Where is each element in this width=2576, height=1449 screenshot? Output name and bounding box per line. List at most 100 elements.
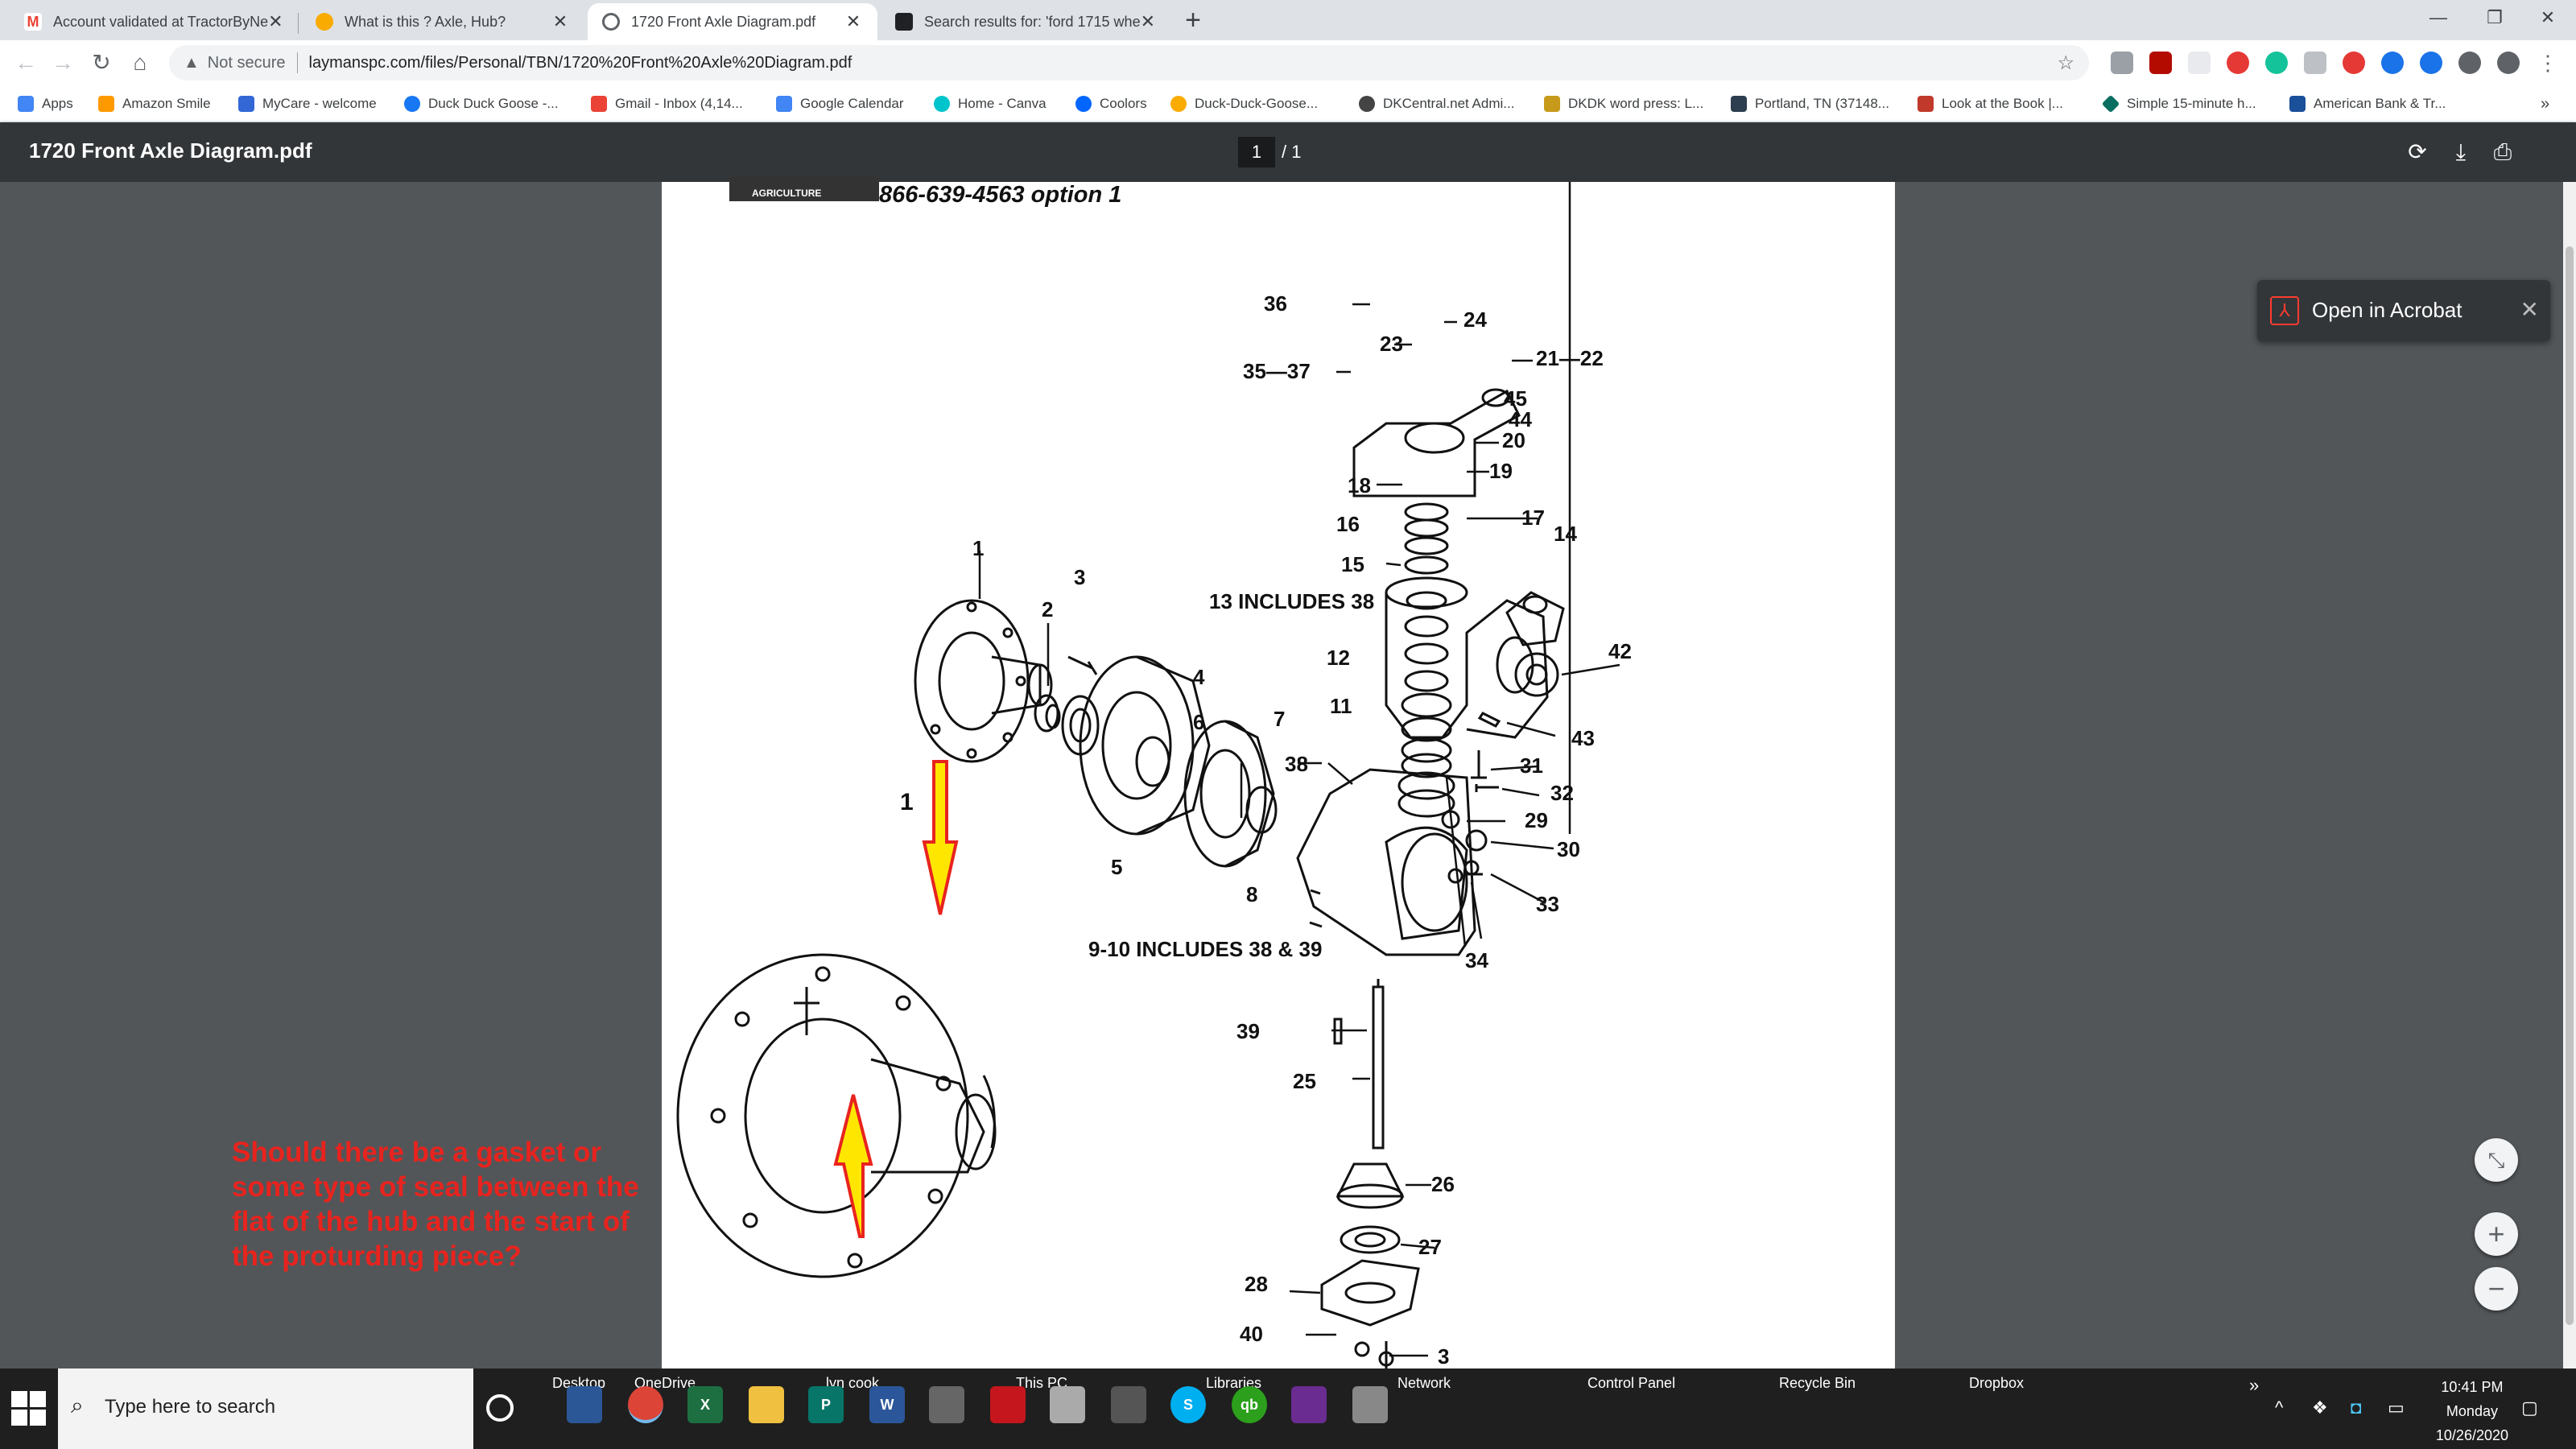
excel-icon[interactable]: X [687, 1386, 723, 1423]
extension-icon[interactable] [2381, 52, 2404, 74]
app-icon[interactable] [1111, 1386, 1146, 1423]
bookmark[interactable]: Portland, TN (37148... [1731, 93, 1889, 114]
photos-icon[interactable] [567, 1386, 602, 1423]
scrollbar[interactable] [2563, 182, 2576, 1368]
rotate-icon[interactable]: ⟳ [2408, 139, 2427, 164]
weather-icon [1731, 96, 1747, 112]
profile-icon[interactable] [2497, 52, 2520, 74]
zoom-in-button[interactable]: + [2475, 1212, 2518, 1256]
tray-app-icon[interactable]: ◘ [2351, 1397, 2362, 1418]
publisher-icon[interactable]: P [808, 1386, 844, 1423]
bookmark[interactable]: Simple 15-minute h... [2101, 93, 2256, 114]
app-icon[interactable] [929, 1386, 964, 1423]
show-hidden-icons[interactable]: ^ [2275, 1397, 2284, 1418]
zoom-out-button[interactable]: − [2475, 1267, 2518, 1311]
bookmark[interactable]: Amazon Smile [98, 93, 211, 114]
open-in-acrobat-banner[interactable]: ⅄ Open in Acrobat ✕ [2257, 280, 2550, 341]
forward-button[interactable]: → [52, 50, 74, 75]
extension-icon[interactable] [2188, 52, 2211, 74]
new-tab-button[interactable]: + [1185, 5, 1201, 35]
page-number-input[interactable]: 1 [1238, 137, 1275, 167]
close-tab-icon[interactable]: ✕ [845, 11, 861, 31]
part-label: 1 [972, 536, 985, 560]
adblock-icon[interactable] [2343, 52, 2365, 74]
taskbar-link-dropbox[interactable]: Dropbox [1969, 1375, 2025, 1391]
network-icon[interactable]: ▭ [2388, 1397, 2405, 1418]
bookmarks-overflow-button[interactable]: » [2541, 94, 2550, 113]
printer-icon[interactable] [1050, 1386, 1085, 1423]
tab-axle-hub[interactable]: What is this ? Axle, Hub? ✕ [301, 3, 584, 40]
fit-page-button[interactable]: ⤡ [2475, 1138, 2518, 1182]
bookmarks-bar: Apps Amazon Smile MyCare - welcome Duck … [0, 85, 2576, 122]
puzzle-icon[interactable] [2458, 52, 2481, 74]
grammarly-icon[interactable] [2265, 52, 2288, 74]
acrobat-icon[interactable] [990, 1386, 1026, 1423]
menu-icon[interactable]: ⋮ [2537, 52, 2558, 74]
taskbar-clock[interactable]: 10:41 PM Monday 10/26/2020 [2435, 1379, 2508, 1443]
globe-icon [1359, 96, 1375, 112]
download-icon[interactable]: ⤓ [2455, 139, 2467, 164]
tab-tractorbynet-account[interactable]: M Account validated at TractorByNe ✕ [10, 3, 293, 40]
pinterest-icon[interactable] [2227, 52, 2249, 74]
part-label: 20 [1502, 428, 1525, 452]
taskbar-link-control-panel[interactable]: Control Panel [1587, 1375, 1676, 1391]
close-window-button[interactable]: ✕ [2540, 7, 2556, 27]
tab-search-results[interactable]: Search results for: 'ford 1715 whe ✕ [881, 3, 1164, 40]
home-button[interactable]: ⌂ [133, 50, 147, 75]
close-tab-icon[interactable]: ✕ [552, 11, 568, 31]
part-label: 43 [1571, 726, 1595, 750]
bookmark[interactable]: American Bank & Tr... [2289, 93, 2446, 114]
cortana-icon[interactable] [486, 1394, 514, 1422]
wordpress-icon [1544, 96, 1560, 112]
calculator-icon[interactable] [1352, 1386, 1388, 1423]
bookmark[interactable]: Duck Duck Goose -... [404, 93, 559, 114]
minimize-button[interactable]: — [2429, 7, 2447, 27]
part-label: 5 [1111, 855, 1123, 879]
part-label: 34 [1465, 948, 1488, 972]
bookmark[interactable]: Coolors [1075, 93, 1147, 114]
heart-icon [238, 96, 254, 112]
bookmark[interactable]: DKCentral.net Admi... [1359, 93, 1514, 114]
close-icon[interactable]: ✕ [2520, 297, 2539, 322]
bookmark[interactable]: DKDK word press: L... [1544, 93, 1703, 114]
skype-icon[interactable]: S [1170, 1386, 1206, 1423]
notification-icon[interactable]: ▢ [2521, 1397, 2538, 1418]
bookmark-apps[interactable]: Apps [18, 93, 73, 114]
taskbar-link-network[interactable]: Network [1397, 1375, 1451, 1391]
extension-icon[interactable] [2111, 52, 2133, 74]
pdf-viewer[interactable]: 866-639-4563 option 1 AGRICULTURE 36 24 … [0, 177, 2563, 1368]
extension-icon[interactable] [2420, 52, 2442, 74]
bookmark[interactable]: Google Calendar [776, 93, 904, 114]
file-explorer-icon[interactable] [749, 1386, 784, 1423]
logo-text: AGRICULTURE [752, 188, 822, 199]
back-button[interactable]: ← [14, 50, 37, 75]
part-label: 27 [1418, 1235, 1442, 1259]
close-tab-icon[interactable]: ✕ [268, 11, 283, 31]
windows-start-icon[interactable] [11, 1391, 47, 1426]
taskbar-search[interactable]: ⌕ Type here to search [58, 1368, 473, 1449]
bookmark[interactable]: Duck-Duck-Goose... [1170, 93, 1318, 114]
chrome-icon[interactable] [628, 1386, 663, 1423]
quickbooks-icon[interactable]: qb [1232, 1386, 1267, 1423]
address-bar[interactable]: ▲ Not secure laymanspc.com/files/Persona… [169, 45, 2089, 80]
annotation-question: Should there be a gasket or some type of… [232, 1137, 639, 1272]
star-icon[interactable]: ☆ [2057, 52, 2074, 74]
reload-button[interactable]: ↻ [92, 50, 111, 75]
taskbar-links-overflow[interactable]: » [2249, 1375, 2260, 1395]
amazon-music-icon[interactable] [1291, 1386, 1327, 1423]
bookmark[interactable]: Gmail - Inbox (4,14... [591, 93, 743, 114]
bookmark[interactable]: MyCare - welcome [238, 93, 377, 114]
part-label: 24 [1463, 308, 1487, 332]
scrollbar-thumb[interactable] [2566, 246, 2574, 1325]
print-icon[interactable]: ⎙ [2493, 139, 2512, 164]
bookmark[interactable]: Home - Canva [934, 93, 1046, 114]
bookmark[interactable]: Look at the Book |... [1918, 93, 2063, 114]
acrobat-extension-icon[interactable] [2149, 52, 2172, 74]
extension-icon[interactable] [2304, 52, 2326, 74]
restore-button[interactable]: ❐ [2487, 7, 2503, 27]
close-tab-icon[interactable]: ✕ [1140, 11, 1156, 31]
tab-front-axle-pdf[interactable]: 1720 Front Axle Diagram.pdf ✕ [588, 3, 877, 40]
dropbox-tray-icon[interactable]: ❖ [2312, 1397, 2328, 1418]
word-icon[interactable]: W [869, 1386, 905, 1423]
taskbar-link-recycle-bin[interactable]: Recycle Bin [1779, 1375, 1856, 1391]
